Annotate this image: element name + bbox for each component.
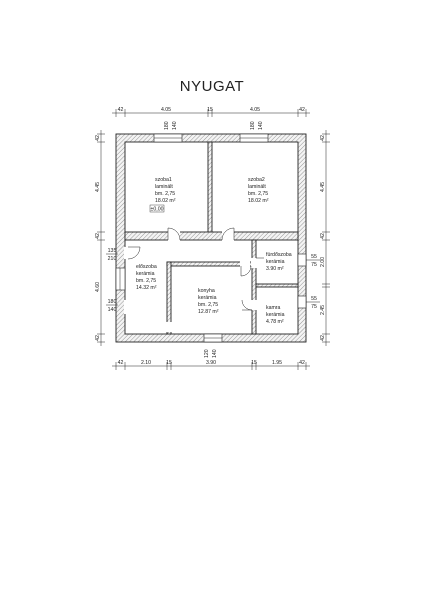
interior-walls <box>124 141 299 335</box>
svg-text:laminált: laminált <box>155 184 173 190</box>
door-swings <box>127 227 264 311</box>
svg-text:15: 15 <box>207 107 213 113</box>
svg-text:4.05: 4.05 <box>250 107 260 113</box>
svg-text:1.95: 1.95 <box>272 360 282 366</box>
svg-text:kerámia: kerámia <box>136 271 155 277</box>
svg-text:42: 42 <box>118 107 124 113</box>
svg-text:előszoba: előszoba <box>136 264 157 270</box>
svg-text:4.45: 4.45 <box>320 182 326 192</box>
svg-text:210: 210 <box>108 256 117 262</box>
window-label: 140 <box>212 349 218 358</box>
svg-text:bm. 2,75: bm. 2,75 <box>198 302 218 308</box>
window-label: 180 <box>250 121 256 130</box>
svg-text:180: 180 <box>108 299 117 305</box>
svg-text:2.10: 2.10 <box>141 360 151 366</box>
dimension-bottom: 42 2.10 15 3.90 15 1.95 42 <box>112 360 310 370</box>
svg-text:12.87 m²: 12.87 m² <box>198 309 219 315</box>
svg-text:bm. 2,75: bm. 2,75 <box>248 191 268 197</box>
svg-text:75: 75 <box>311 262 317 268</box>
svg-text:szoba1: szoba1 <box>155 177 172 183</box>
level-mark: ±0,00 <box>151 207 164 213</box>
room-kamra: kamra kerámia 4.78 m² <box>266 305 285 325</box>
svg-text:42: 42 <box>299 107 305 113</box>
svg-text:3.90 m²: 3.90 m² <box>266 266 284 272</box>
svg-text:42: 42 <box>320 335 326 341</box>
door-openings <box>124 231 257 332</box>
svg-text:4.45: 4.45 <box>95 182 101 192</box>
svg-text:kerámia: kerámia <box>266 259 285 265</box>
window-label: 140 <box>258 121 264 130</box>
svg-text:42: 42 <box>118 360 124 366</box>
svg-text:4.60: 4.60 <box>95 282 101 292</box>
svg-text:4.78 m²: 4.78 m² <box>266 319 284 325</box>
svg-text:3.90: 3.90 <box>206 360 216 366</box>
room-szoba2: szoba2 laminált bm. 2,75 18.02 m² <box>248 177 269 204</box>
window-label: 120 <box>204 349 210 358</box>
svg-text:15: 15 <box>166 360 172 366</box>
svg-text:14.32 m²: 14.32 m² <box>136 285 157 291</box>
svg-text:55: 55 <box>311 296 317 302</box>
svg-text:42: 42 <box>299 360 305 366</box>
room-szoba1: szoba1 laminált bm. 2,75 18.02 m² <box>155 177 176 204</box>
svg-text:laminált: laminált <box>248 184 266 190</box>
svg-text:bm. 2,75: bm. 2,75 <box>136 278 156 284</box>
room-eloszoba: előszoba kerámia bm. 2,75 14.32 m² <box>136 264 157 291</box>
svg-text:bm. 2,75: bm. 2,75 <box>155 191 175 197</box>
svg-text:42: 42 <box>320 135 326 141</box>
svg-text:135: 135 <box>108 248 117 254</box>
svg-text:140: 140 <box>108 307 117 313</box>
svg-text:42: 42 <box>95 135 101 141</box>
svg-text:55: 55 <box>311 254 317 260</box>
svg-text:2.45: 2.45 <box>320 305 326 315</box>
svg-text:fürdőszoba: fürdőszoba <box>266 252 292 258</box>
svg-text:konyha: konyha <box>198 288 215 294</box>
window-label: 180 <box>164 121 170 130</box>
svg-text:18.02 m²: 18.02 m² <box>155 198 176 204</box>
svg-text:2.00: 2.00 <box>320 257 326 267</box>
svg-text:42: 42 <box>95 335 101 341</box>
svg-text:18.02 m²: 18.02 m² <box>248 198 269 204</box>
svg-text:kerámia: kerámia <box>266 312 285 318</box>
svg-text:42: 42 <box>320 233 326 239</box>
dimension-top: 42 4.05 15 4.05 42 <box>112 107 310 117</box>
room-furdoszoba: fürdőszoba kerámia 3.90 m² <box>266 252 292 272</box>
dimension-left: 42 4.45 42 135 210 4.60 180 140 42 <box>95 130 118 346</box>
window-label: 140 <box>172 121 178 130</box>
room-konyha: konyha kerámia bm. 2,75 12.87 m² <box>198 288 219 315</box>
svg-text:szoba2: szoba2 <box>248 177 265 183</box>
svg-text:4.05: 4.05 <box>161 107 171 113</box>
svg-text:75: 75 <box>311 304 317 310</box>
svg-text:kerámia: kerámia <box>198 295 217 301</box>
svg-text:42: 42 <box>95 233 101 239</box>
svg-text:kamra: kamra <box>266 305 281 311</box>
plan-title: NYUGAT <box>180 78 244 95</box>
dimension-right: 42 4.45 42 55 75 2.00 55 75 2.45 42 <box>306 130 330 346</box>
svg-text:15: 15 <box>251 360 257 366</box>
